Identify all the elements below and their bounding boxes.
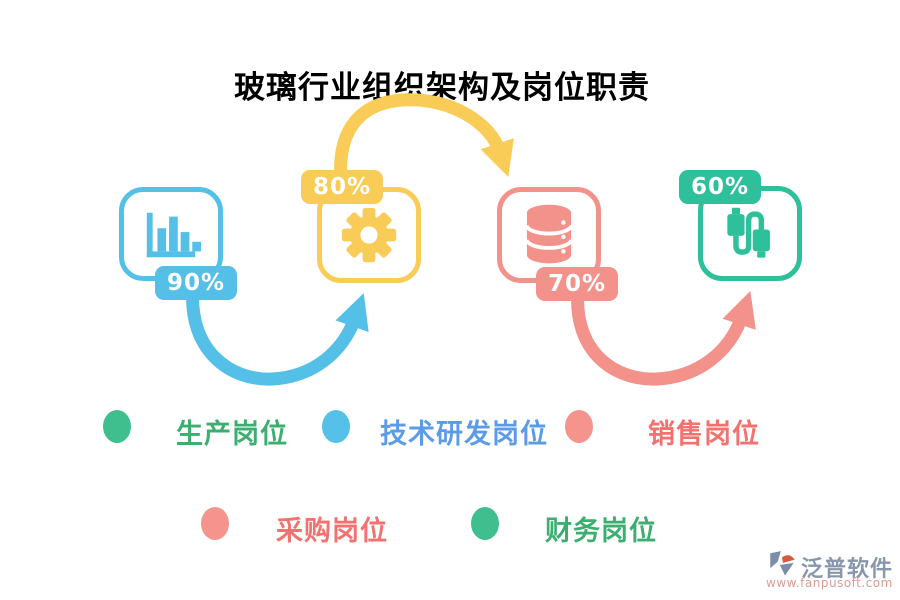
percent-badge-70: 70% — [536, 267, 618, 301]
legend-dot-procurement — [201, 507, 229, 540]
arrow-blue — [186, 287, 369, 386]
legend-label-tech-rd: 技术研发岗位 — [380, 419, 548, 450]
database-icon — [525, 204, 573, 264]
legend-label-finance: 财务岗位 — [545, 516, 657, 547]
percent-badge-80: 80% — [301, 170, 383, 204]
stat-card-bar-chart — [119, 187, 223, 281]
percent-badge-90: 90% — [155, 266, 237, 300]
usb-cable-icon — [727, 207, 770, 258]
watermark-url: www.fanpusoft.com — [766, 576, 893, 590]
bar-chart-icon — [146, 212, 201, 258]
legend-label-procurement: 采购岗位 — [276, 516, 388, 547]
legend-dot-finance — [471, 507, 499, 540]
watermark-brand: 泛普软件 — [801, 557, 894, 582]
arrow-salmon — [571, 289, 756, 386]
arrow-yellow — [334, 93, 514, 181]
gear-icon — [341, 207, 397, 263]
legend-dot-sales — [565, 410, 593, 443]
legend-dot-tech-rd — [322, 410, 350, 443]
legend-label-production: 生产岗位 — [176, 419, 288, 450]
legend-dot-production — [103, 410, 131, 443]
percent-badge-60: 60% — [679, 170, 761, 204]
legend-label-sales: 销售岗位 — [648, 419, 760, 450]
fanpu-logo-icon — [770, 551, 795, 576]
